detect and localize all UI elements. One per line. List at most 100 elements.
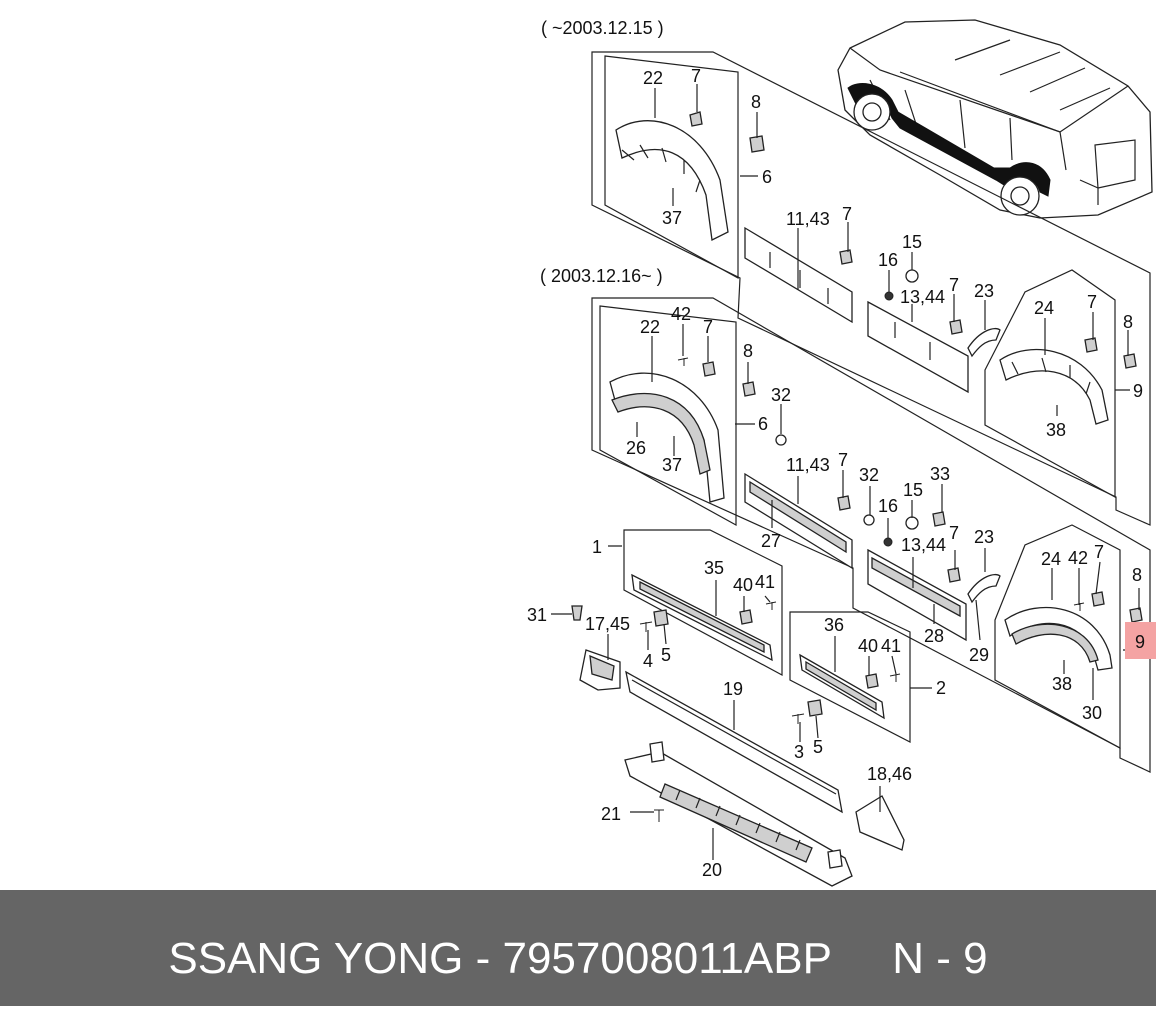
nut-icon [884,291,894,301]
callout-7: 7 [691,66,701,86]
callout-28: 28 [924,626,944,646]
callout-4: 4 [643,651,653,671]
sill-box-1 [623,529,783,677]
callout-8: 8 [1123,312,1133,332]
callout-16: 16 [878,496,898,516]
screw-icon [765,601,777,610]
callout-8: 8 [751,92,761,112]
callout-2: 2 [936,678,946,698]
side-molding-old-rear [867,300,969,394]
old-rear-arch-box [984,269,1116,499]
callout-16: 16 [878,250,898,270]
clip-icon [742,381,756,397]
callout-7: 7 [842,204,852,224]
callout-41: 41 [755,572,775,592]
mudguard-new [967,573,1001,604]
callout-8: 8 [1132,565,1142,585]
exploded-parts-diagram: ( ~2003.12.15 ) ( 2003.12.16~ ) [527,18,1156,887]
wheel-arch-molding-new-rear [1004,606,1113,671]
callout-38: 38 [1046,420,1066,440]
screw-icon [677,357,689,366]
clip-icon [1123,353,1137,369]
sill-molding-35 [631,573,773,662]
callout-27: 27 [761,531,781,551]
sill-box-2 [789,611,911,743]
screw-icon [571,605,583,621]
callout-42: 42 [671,304,691,324]
callout-22: 22 [640,317,660,337]
callout-37: 37 [662,208,682,228]
footer-bar: SSANG YONG - 7957008011ABP N - 9 [0,890,1156,1006]
callout-30: 30 [1082,703,1102,723]
clip-icon [702,361,716,377]
callout-18-46: 18,46 [867,764,912,784]
callout-7: 7 [838,450,848,470]
callout-7: 7 [949,275,959,295]
clip-icon [749,135,765,153]
callout-15: 15 [902,232,922,252]
callout-7: 7 [949,523,959,543]
callout-22: 22 [643,68,663,88]
callout-29: 29 [969,645,989,665]
clip-icon [932,511,946,527]
wheel-arch-molding-old-front [615,120,729,241]
callout-37: 37 [662,455,682,475]
grommet-icon [905,516,919,530]
callout-21: 21 [601,804,621,824]
clip-icon [865,673,879,689]
callout-24: 24 [1041,549,1061,569]
callout-36: 36 [824,615,844,635]
side-sill-19 [625,670,843,814]
highlight-box [1125,622,1156,659]
clip-icon [949,319,963,335]
clip-icon [775,434,787,446]
callout-6: 6 [758,414,768,434]
screw-icon [889,673,901,682]
screw-icon [654,809,664,822]
callout-40: 40 [733,575,753,595]
clip-icon [1084,337,1098,353]
clip-icon [653,609,669,627]
side-molding-new-rear [867,548,967,642]
nut-icon [883,537,893,547]
callout-11-43: 11,43 [786,209,830,229]
callout-38: 38 [1052,674,1072,694]
callout-7: 7 [703,317,713,337]
callout-35: 35 [704,558,724,578]
callout-7: 7 [1094,542,1104,562]
clip-icon [839,249,853,265]
clip-icon [689,111,703,127]
callout-13-44: 13,44 [901,535,946,555]
callout-24: 24 [1034,298,1054,318]
new-rear-arch-box [994,524,1121,750]
side-molding-new-front [744,472,853,570]
clip-icon [807,699,823,717]
highlighted-callout-9[interactable]: 9 [1125,622,1156,659]
old-front-arch-box [604,55,739,280]
callout-9: 9 [1133,381,1143,401]
clip-icon [947,567,961,583]
callout-3: 3 [794,742,804,762]
new-group-box [591,297,1151,773]
callout-5: 5 [661,645,671,665]
callout-17-45: 17,45 [585,614,630,634]
period-label-new: ( 2003.12.16~ ) [540,266,663,286]
callout-23: 23 [974,527,994,547]
callout-40: 40 [858,636,878,656]
callout-41: 41 [881,636,901,656]
screw-icon [791,713,805,724]
side-step-icon [624,741,853,887]
callout-23: 23 [974,281,994,301]
callout-42: 42 [1068,548,1088,568]
callout-7: 7 [1087,292,1097,312]
callout-6: 6 [762,167,772,187]
callout-26: 26 [626,438,646,458]
callout-8: 8 [743,341,753,361]
sill-molding-36 [799,653,885,720]
clip-icon [837,495,851,511]
clip-icon [1091,591,1105,607]
clip-icon [1129,607,1143,623]
mudguard-old [967,327,1001,358]
clip-icon [863,514,875,526]
screw-icon [639,621,653,632]
